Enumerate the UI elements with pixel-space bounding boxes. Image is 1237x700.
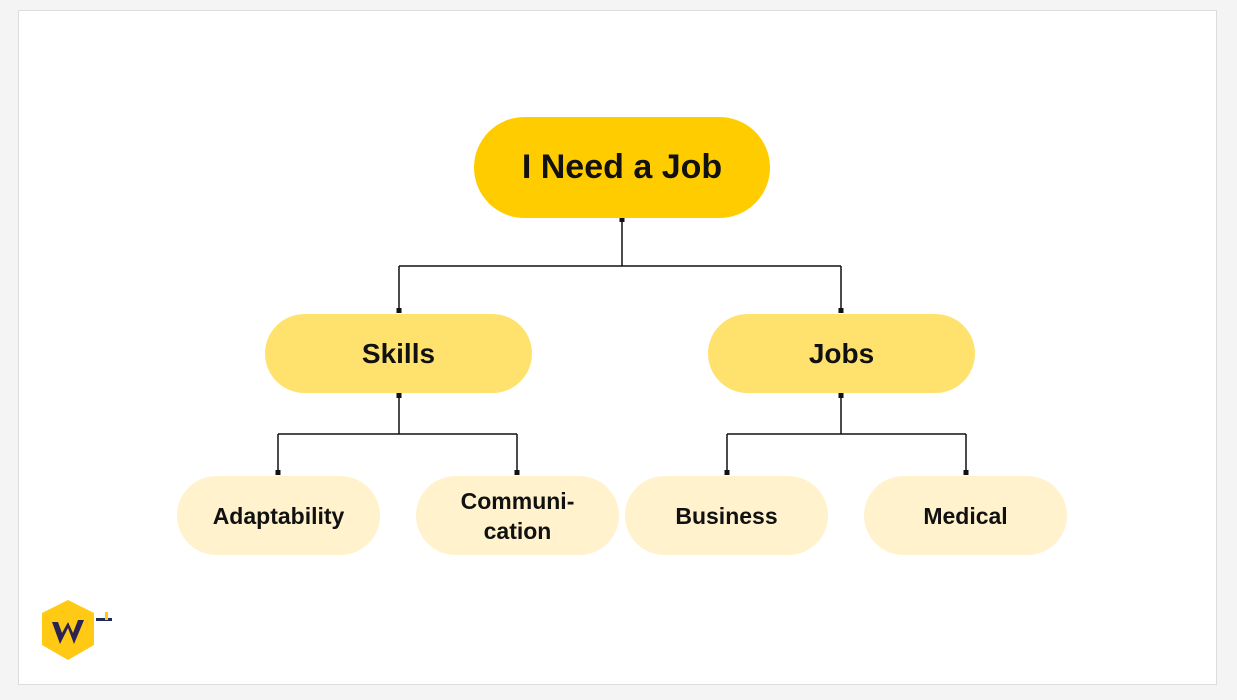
leaf-label: Business xyxy=(675,502,778,529)
leaf-node-communication[interactable]: Communi- cation xyxy=(416,476,619,555)
leaf-node-medical[interactable]: Medical xyxy=(864,476,1067,555)
leaf-label: Communi- cation xyxy=(460,487,575,544)
branch-node-skills[interactable]: Skills xyxy=(265,314,532,393)
root-label: I Need a Job xyxy=(521,148,723,186)
branch-label: Skills xyxy=(361,337,436,369)
leaf-node-business[interactable]: Business xyxy=(625,476,828,555)
w-plus-logo-icon xyxy=(42,600,112,660)
leaf-label: Medical xyxy=(923,502,1008,529)
leaf-label: Adaptability xyxy=(212,502,345,529)
branch-label: Jobs xyxy=(808,337,875,369)
connector-skills xyxy=(277,393,518,473)
connector-root xyxy=(398,218,842,311)
branch-node-jobs[interactable]: Jobs xyxy=(708,314,975,393)
root-node[interactable]: I Need a Job xyxy=(474,117,770,218)
leaf-node-adaptability[interactable]: Adaptability xyxy=(177,476,380,555)
connector-jobs xyxy=(726,393,967,473)
